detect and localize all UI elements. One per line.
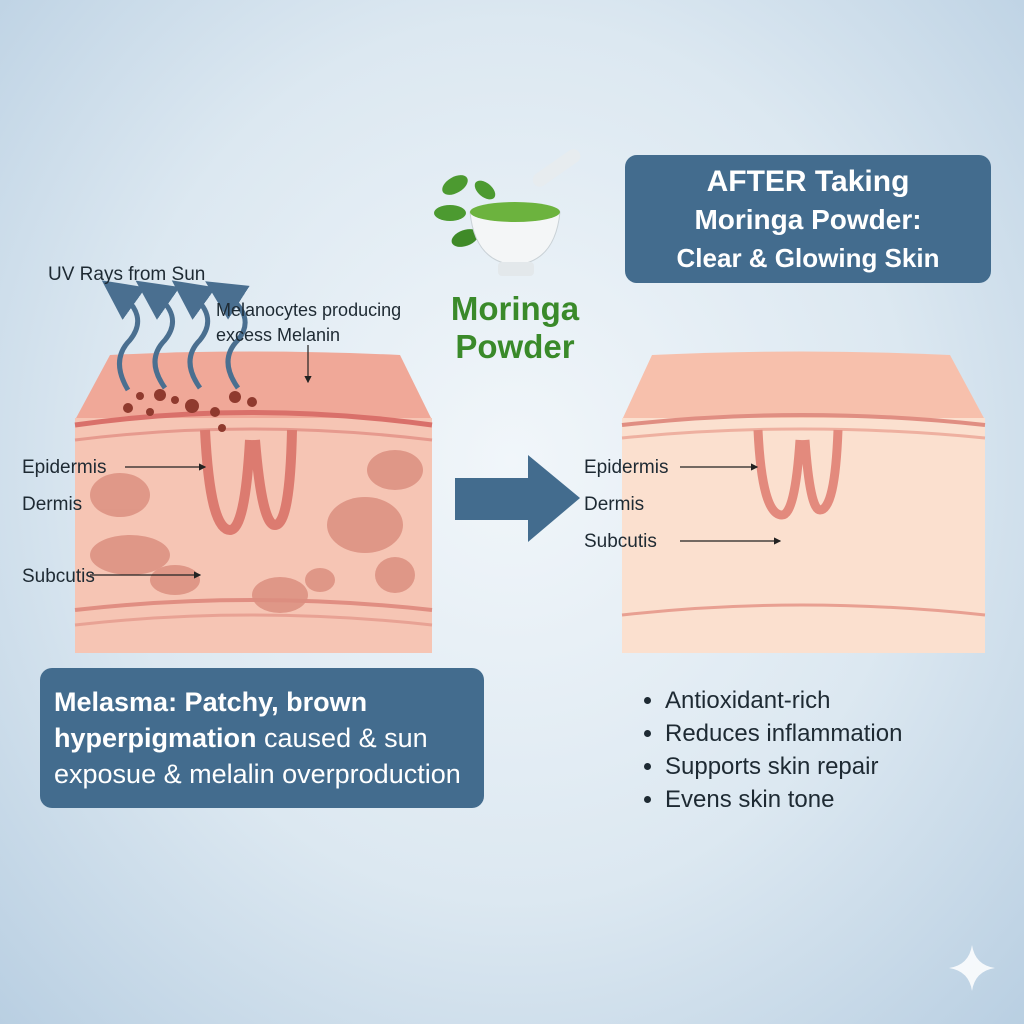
benefit-item: Supports skin repair <box>665 750 902 783</box>
after-title-line3: Clear & Glowing Skin <box>676 243 940 273</box>
skin-before <box>74 280 433 653</box>
sparkle-icon <box>949 945 995 991</box>
product-name-line2: Powder <box>455 328 575 365</box>
after-title: AFTER Taking Moringa Powder: Clear & Glo… <box>625 155 991 283</box>
uv-label: UV Rays from Sun <box>48 264 206 285</box>
melasma-caption: Melasma: Patchy, brown hyperpigmation ca… <box>40 668 484 808</box>
layer-label: Dermis <box>22 494 83 515</box>
caption-bold: Melasma: Patchy, brown hyperpigmation <box>54 687 368 753</box>
benefit-item: Antioxidant-rich <box>665 684 902 717</box>
caption-rest: caused & sun exposue & melalin overprodu… <box>54 723 461 789</box>
layer-label: Subcutis <box>584 531 657 552</box>
after-title-line1: AFTER Taking <box>706 165 910 198</box>
layer-label: Subcutis <box>22 566 95 587</box>
benefit-item: Reduces inflammation <box>665 717 902 750</box>
arrow-icon <box>455 455 580 542</box>
melanocytes-label: Melanocytes producing excess Melanin <box>216 300 402 345</box>
benefit-item: Evens skin tone <box>665 783 902 816</box>
after-title-line2: Moringa Powder: <box>694 204 922 235</box>
layer-label: Dermis <box>584 494 645 515</box>
layer-label: Epidermis <box>584 457 669 478</box>
skin-after <box>621 351 986 653</box>
mortar-pestle-icon <box>434 149 581 276</box>
layer-label: Epidermis <box>22 457 107 478</box>
benefits-list: Antioxidant-rich Reduces inflammation Su… <box>643 684 902 816</box>
product-name-line1: Moringa <box>450 290 580 327</box>
